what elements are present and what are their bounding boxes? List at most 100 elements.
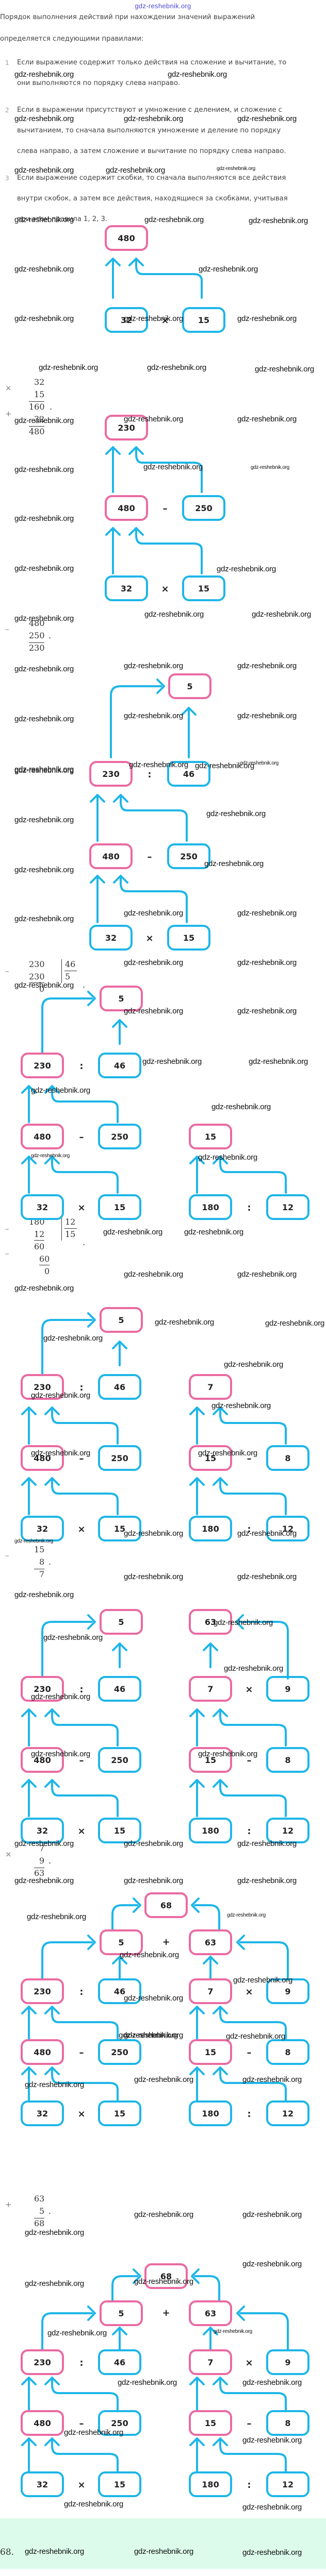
site-header[interactable]: gdz-reshebnik.org bbox=[135, 2, 191, 10]
watermark-link[interactable]: gdz-reshebnik.org bbox=[255, 365, 314, 374]
watermark-link[interactable]: gdz-reshebnik.org bbox=[242, 2503, 302, 2512]
watermark-link[interactable]: gdz-reshebnik.org bbox=[143, 463, 203, 471]
watermark-link[interactable]: gdz-reshebnik.org bbox=[25, 2279, 84, 2288]
watermark-link[interactable]: gdz-reshebnik.org bbox=[249, 216, 308, 225]
watermark-link[interactable]: gdz-reshebnik.org bbox=[251, 465, 289, 470]
watermark-link[interactable]: gdz-reshebnik.org bbox=[265, 1319, 324, 1328]
watermark-link[interactable]: gdz-reshebnik.org bbox=[184, 1228, 243, 1236]
watermark-link[interactable]: gdz-reshebnik.org bbox=[124, 909, 183, 918]
watermark-link[interactable]: gdz-reshebnik.org bbox=[214, 2329, 252, 2334]
watermark-link[interactable]: gdz-reshebnik.org bbox=[233, 1976, 292, 1985]
watermark-link[interactable]: gdz-reshebnik.org bbox=[124, 711, 183, 720]
watermark-link[interactable]: gdz-reshebnik.org bbox=[242, 2075, 302, 2084]
watermark-link[interactable]: gdz-reshebnik.org bbox=[31, 1153, 70, 1159]
watermark-link[interactable]: gdz-reshebnik.org bbox=[64, 2428, 123, 2437]
watermark-link[interactable]: gdz-reshebnik.org bbox=[14, 866, 74, 874]
watermark-link[interactable]: gdz-reshebnik.org bbox=[206, 809, 266, 818]
watermark-link[interactable]: gdz-reshebnik.org bbox=[217, 166, 255, 172]
watermark-link[interactable]: gdz-reshebnik.org bbox=[124, 314, 183, 323]
watermark-link[interactable]: gdz-reshebnik.org bbox=[237, 909, 297, 918]
watermark-link[interactable]: gdz-reshebnik.org bbox=[124, 114, 183, 123]
watermark-link[interactable]: gdz-reshebnik.org bbox=[142, 1057, 202, 1066]
watermark-link[interactable]: gdz-reshebnik.org bbox=[237, 1270, 297, 1279]
watermark-link[interactable]: gdz-reshebnik.org bbox=[106, 166, 165, 175]
watermark-link[interactable]: gdz-reshebnik.org bbox=[25, 2547, 84, 2556]
watermark-link[interactable]: gdz-reshebnik.org bbox=[204, 859, 264, 868]
watermark-link[interactable]: gdz-reshebnik.org bbox=[14, 1538, 53, 1544]
watermark-link[interactable]: gdz-reshebnik.org bbox=[31, 1449, 90, 1458]
watermark-link[interactable]: gdz-reshebnik.org bbox=[226, 2032, 285, 2041]
watermark-link[interactable]: gdz-reshebnik.org bbox=[124, 2031, 183, 2040]
watermark-link[interactable]: gdz-reshebnik.org bbox=[242, 2548, 302, 2557]
watermark-link[interactable]: gdz-reshebnik.org bbox=[14, 766, 74, 775]
watermark-link[interactable]: gdz-reshebnik.org bbox=[14, 514, 74, 523]
watermark-link[interactable]: gdz-reshebnik.org bbox=[242, 2260, 302, 2268]
watermark-link[interactable]: gdz-reshebnik.org bbox=[124, 662, 183, 670]
watermark-link[interactable]: gdz-reshebnik.org bbox=[242, 2378, 302, 2387]
watermark-link[interactable]: gdz-reshebnik.org bbox=[103, 1228, 162, 1236]
watermark-link[interactable]: gdz-reshebnik.org bbox=[31, 1692, 90, 1701]
watermark-link[interactable]: gdz-reshebnik.org bbox=[14, 215, 74, 224]
watermark-link[interactable]: gdz-reshebnik.org bbox=[14, 564, 74, 573]
watermark-link[interactable]: gdz-reshebnik.org bbox=[211, 1401, 271, 1410]
watermark-link[interactable]: gdz-reshebnik.org bbox=[237, 1572, 297, 1581]
watermark-link[interactable]: gdz-reshebnik.org bbox=[124, 958, 183, 967]
watermark-link[interactable]: gdz-reshebnik.org bbox=[31, 1086, 90, 1095]
watermark-link[interactable]: gdz-reshebnik.org bbox=[240, 760, 279, 766]
watermark-link[interactable]: gdz-reshebnik.org bbox=[14, 416, 74, 425]
watermark-link[interactable]: gdz-reshebnik.org bbox=[14, 1284, 74, 1293]
watermark-link[interactable]: gdz-reshebnik.org bbox=[119, 2031, 178, 2040]
watermark-link[interactable]: gdz-reshebnik.org bbox=[237, 1839, 297, 1848]
watermark-link[interactable]: gdz-reshebnik.org bbox=[198, 1750, 257, 1758]
watermark-link[interactable]: gdz-reshebnik.org bbox=[237, 958, 297, 967]
watermark-link[interactable]: gdz-reshebnik.org bbox=[124, 1529, 183, 1538]
watermark-link[interactable]: gdz-reshebnik.org bbox=[134, 2075, 193, 2084]
watermark-link[interactable]: gdz-reshebnik.org bbox=[14, 1590, 74, 1599]
watermark-link[interactable]: gdz-reshebnik.org bbox=[39, 363, 98, 372]
watermark-link[interactable]: gdz-reshebnik.org bbox=[14, 914, 74, 923]
watermark-link[interactable]: gdz-reshebnik.org bbox=[252, 610, 311, 619]
watermark-link[interactable]: gdz-reshebnik.org bbox=[155, 1318, 214, 1327]
watermark-link[interactable]: gdz-reshebnik.org bbox=[168, 70, 227, 79]
watermark-link[interactable]: gdz-reshebnik.org bbox=[134, 2277, 193, 2286]
watermark-link[interactable]: gdz-reshebnik.org bbox=[14, 614, 74, 623]
watermark-link[interactable]: gdz-reshebnik.org bbox=[214, 1618, 273, 1627]
watermark-link[interactable]: gdz-reshebnik.org bbox=[14, 465, 74, 474]
watermark-link[interactable]: gdz-reshebnik.org bbox=[134, 2210, 193, 2219]
watermark-link[interactable]: gdz-reshebnik.org bbox=[237, 314, 297, 323]
watermark-link[interactable]: gdz-reshebnik.org bbox=[14, 1839, 74, 1848]
watermark-link[interactable]: gdz-reshebnik.org bbox=[144, 610, 204, 619]
watermark-link[interactable]: gdz-reshebnik.org bbox=[14, 265, 74, 274]
watermark-link[interactable]: gdz-reshebnik.org bbox=[124, 1572, 183, 1581]
watermark-link[interactable]: gdz-reshebnik.org bbox=[237, 1007, 297, 1015]
watermark-link[interactable]: gdz-reshebnik.org bbox=[217, 565, 276, 573]
watermark-link[interactable]: gdz-reshebnik.org bbox=[31, 1750, 90, 1758]
watermark-link[interactable]: gdz-reshebnik.org bbox=[14, 114, 74, 123]
watermark-link[interactable]: gdz-reshebnik.org bbox=[237, 114, 297, 123]
watermark-link[interactable]: gdz-reshebnik.org bbox=[198, 1153, 257, 1162]
watermark-link[interactable]: gdz-reshebnik.org bbox=[227, 1912, 266, 1918]
watermark-link[interactable]: gdz-reshebnik.org bbox=[242, 2436, 302, 2445]
watermark-link[interactable]: gdz-reshebnik.org bbox=[199, 265, 258, 274]
watermark-link[interactable]: gdz-reshebnik.org bbox=[134, 2547, 193, 2556]
watermark-link[interactable]: gdz-reshebnik.org bbox=[14, 981, 74, 990]
watermark-link[interactable]: gdz-reshebnik.org bbox=[237, 662, 297, 670]
watermark-link[interactable]: gdz-reshebnik.org bbox=[224, 1664, 283, 1673]
watermark-link[interactable]: gdz-reshebnik.org bbox=[14, 765, 74, 774]
watermark-link[interactable]: gdz-reshebnik.org bbox=[124, 1270, 183, 1279]
watermark-link[interactable]: gdz-reshebnik.org bbox=[118, 2378, 177, 2387]
watermark-link[interactable]: gdz-reshebnik.org bbox=[14, 1876, 74, 1885]
watermark-link[interactable]: gdz-reshebnik.org bbox=[249, 1057, 308, 1066]
watermark-link[interactable]: gdz-reshebnik.org bbox=[198, 1449, 257, 1458]
watermark-link[interactable]: gdz-reshebnik.org bbox=[14, 70, 74, 79]
watermark-link[interactable]: gdz-reshebnik.org bbox=[27, 1912, 86, 1921]
watermark-link[interactable]: gdz-reshebnik.org bbox=[237, 711, 297, 720]
watermark-link[interactable]: gdz-reshebnik.org bbox=[43, 1633, 103, 1642]
watermark-link[interactable]: gdz-reshebnik.org bbox=[124, 415, 183, 423]
watermark-link[interactable]: gdz-reshebnik.org bbox=[124, 1876, 183, 1885]
watermark-link[interactable]: gdz-reshebnik.org bbox=[242, 2210, 302, 2219]
watermark-link[interactable]: gdz-reshebnik.org bbox=[129, 760, 188, 769]
watermark-link[interactable]: gdz-reshebnik.org bbox=[237, 1529, 297, 1538]
watermark-link[interactable]: gdz-reshebnik.org bbox=[25, 2080, 84, 2089]
watermark-link[interactable]: gdz-reshebnik.org bbox=[144, 215, 204, 224]
